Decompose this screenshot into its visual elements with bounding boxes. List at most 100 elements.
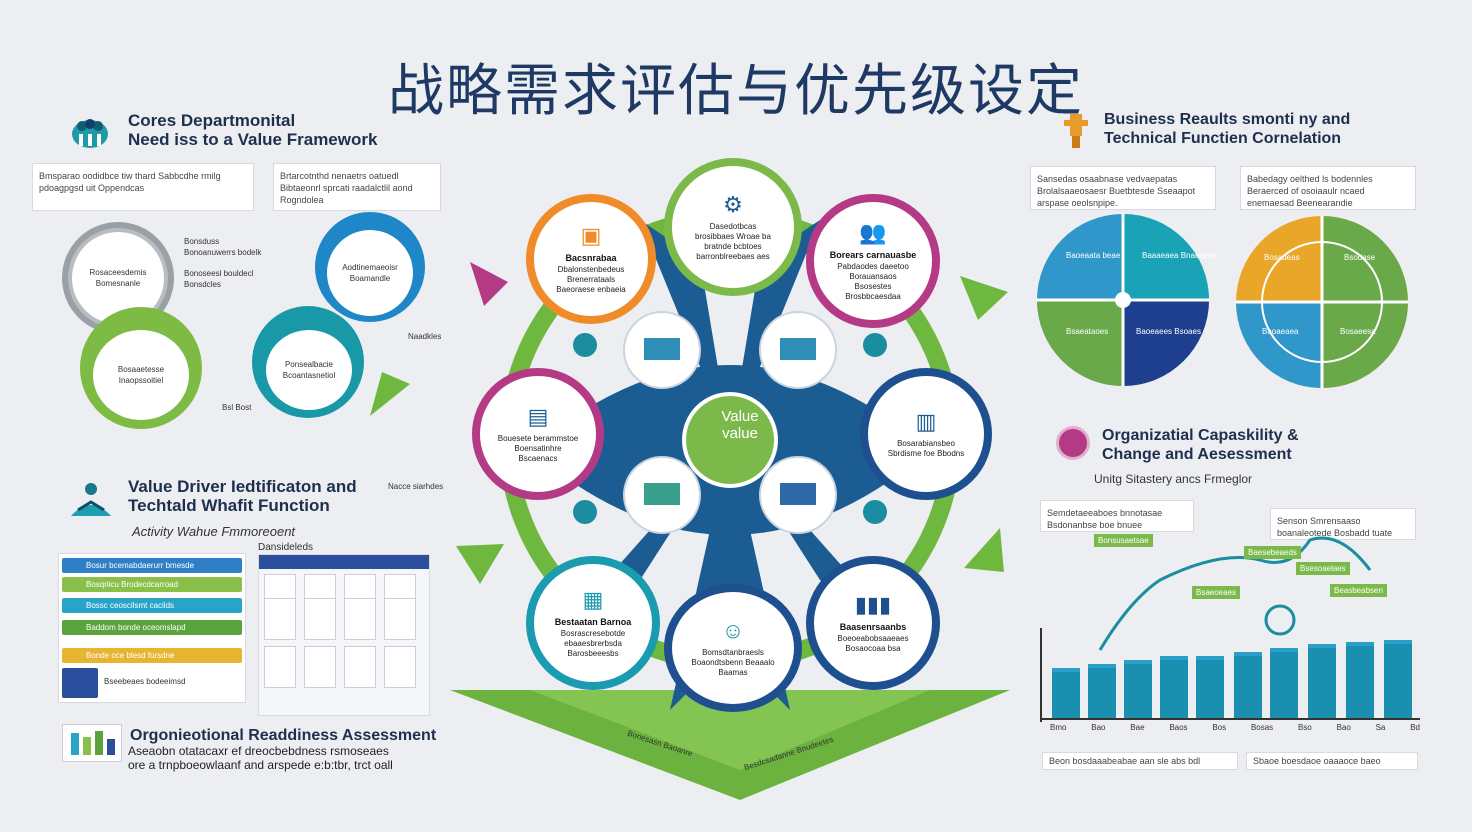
- wheel-2-label: Bsodase: [1344, 253, 1376, 262]
- node-head: Bestaatan Barnoa: [554, 617, 632, 627]
- list-item: Bonsduss: [184, 237, 220, 246]
- mid-left-heading: Value Driver Iedtificaton and Techtald W…: [128, 477, 357, 515]
- top-left-note-2: Brtarcotnthd nenaetrs oatuedl Bibtaeonrl…: [273, 163, 441, 211]
- page-title: 战略需求评估与优先级设定: [388, 59, 1084, 124]
- mid-left-tag: Dansideleds: [258, 542, 314, 553]
- city-icon: ▥: [915, 409, 937, 434]
- top-right-note-1: Sansedas osaabnase vedvaepatas Brolalsaa…: [1030, 166, 1216, 210]
- mid-right-heading: Organizatial Capaskility & Change and Ae…: [1102, 427, 1299, 463]
- axis-label: Bd: [1410, 723, 1420, 732]
- row-label: Bonde oce blesd forsdne: [86, 651, 175, 660]
- people-icon: 👥: [859, 220, 887, 245]
- node-text: Bouesete berammstoe Boensatinhre Bscaena…: [497, 434, 579, 463]
- table-row: Bossc ceoscilsmt cacilds: [62, 598, 242, 613]
- callout: Bsesoaelaes: [1296, 562, 1350, 575]
- row-label: Bosur bcemabdaerurr bmesde: [86, 561, 195, 570]
- teal-circle-inner: Ponsealbacie Bcoantasnetiol: [266, 330, 352, 410]
- axis-label: Bmo: [1050, 723, 1067, 732]
- grid-cell: [264, 646, 296, 688]
- document-icon: ▦: [582, 587, 604, 612]
- axis-label: Sa: [1375, 723, 1386, 732]
- ground-triangle-highlight: [530, 690, 930, 770]
- bottom-right-footer-right: Sbaoe boesdaoe oaaaoce baeo: [1246, 752, 1418, 770]
- top-right-note-2: Babedagy oelthed ls bodennles Beraerced …: [1240, 166, 1416, 210]
- row-label: Baddom bonde oceomslapd: [86, 623, 186, 632]
- circle-2-text: Aodtinemaeoisr Boamandle: [342, 263, 398, 283]
- bar: [1088, 664, 1116, 718]
- node-top-left: ▣ Bacsnrabaa Dbalonstenbedeus Brenerrata…: [526, 194, 656, 324]
- wheel-1-label: Baaaeaea Bnaeaebe: [1142, 251, 1218, 260]
- bar: [1346, 642, 1374, 718]
- capability-icon: [1056, 426, 1090, 460]
- axis-label: Bos: [1212, 723, 1227, 732]
- bar: [1052, 668, 1080, 718]
- bottom-left-heading: Orgonieotional Readdiness Assessment: [130, 727, 437, 744]
- bar: [1270, 648, 1298, 718]
- top-left-list: Bonsduss Bonoanuwerrs bodelk Bonoseesl b…: [184, 236, 304, 290]
- trophy-icon: [1060, 110, 1092, 154]
- grid-header: [259, 555, 429, 569]
- bar: [1124, 660, 1152, 718]
- row-label: Bossc ceoscilsmt cacilds: [86, 601, 175, 610]
- mid-right-subheading: Unitg Sitastery ancs Frmeglor: [1094, 472, 1253, 486]
- callout: Beasbeabsen: [1330, 584, 1387, 597]
- callout: Bsaeoeaes: [1192, 586, 1241, 599]
- list-item: Bonsdcles: [184, 280, 221, 289]
- bar: [1384, 640, 1412, 718]
- grid-cell: [384, 598, 416, 640]
- row-label: Bosqriicu Brodecdcarroad: [86, 580, 179, 589]
- hub-label: Value value: [690, 408, 790, 442]
- table-row: Bonde oce blesd forsdne: [62, 648, 242, 663]
- bar: [1160, 656, 1188, 718]
- readiness-icon: [62, 724, 122, 762]
- wheel-1-label: Baoeaees Bsoaes: [1136, 327, 1201, 336]
- side-label: Naadkles: [408, 332, 442, 341]
- node-bottom-right: ▮▮▮ Baasenrsaanbs Boeoeabobsaaeaes Bosao…: [806, 556, 940, 690]
- grid-cell: [344, 598, 376, 640]
- list-item: Bonoseesl bouldecl: [184, 269, 254, 278]
- wheel-1-label: Baoeaata beae: [1066, 251, 1121, 260]
- bar: [1308, 644, 1336, 718]
- axis-label: Bao: [1336, 723, 1351, 732]
- node-text: Boeoeabobsaaeaes Bosaocoaa bsa: [837, 634, 909, 653]
- node-text: Dasedotbcas brosibbaes Wroae ba bratnde …: [695, 222, 771, 261]
- node-text: Bomsdtanbraesls Boaondtsbenn Beaaalo Baa…: [691, 648, 775, 677]
- list-item: Bonoanuwerrs bodelk: [184, 248, 262, 257]
- blue-circle-inner: Aodtinemaeoisr Boamandle: [327, 230, 413, 316]
- table-row: Bosqriicu Brodecdcarroad: [62, 577, 242, 592]
- node-head: Bacsnrabaa: [565, 253, 617, 263]
- mid-left-subheading: Activity Wahue Fmmoreoent: [132, 524, 296, 539]
- network-icon: ⚙: [723, 192, 743, 217]
- grid-cell: [304, 646, 336, 688]
- mid-left-note: Nacce siarhdes: [388, 482, 444, 491]
- bottom-left-body: Aseaobn otatacaxr ef dreocbebdness rsmos…: [128, 744, 393, 772]
- team-icon: [70, 116, 110, 150]
- node-text: Pabdaodes daeetoo Borauansaos Bsosestes …: [837, 262, 909, 301]
- node-text: Bosrascresebotde ebaaesbrerbsda Barosbee…: [560, 629, 626, 658]
- node-head: Borears carnauasbe: [829, 250, 917, 260]
- bottom-right-note-left: Semdetaeeaboes bnnotasae Bsdonanbse boe …: [1040, 500, 1194, 532]
- chart-axis: [1040, 628, 1042, 722]
- node-top: ⚙ Dasedotbcas brosibbaes Wroae ba bratnd…: [664, 158, 802, 296]
- node-bottom-left: ▦ Bestaatan Barnoa Bosrascresebotde ebaa…: [526, 556, 660, 690]
- low-label: Bsl Bost: [222, 403, 252, 412]
- axis-label: Baos: [1169, 723, 1188, 732]
- wheel-2-label: Baoaeaea: [1262, 327, 1299, 336]
- node-head: Baasenrsaanbs: [839, 622, 907, 632]
- puzzle-icon: ▣: [580, 223, 602, 248]
- chart-baseline: [1040, 718, 1420, 720]
- bar-chart-icon: ▮▮▮: [854, 592, 892, 617]
- node-text: Dbalonstenbedeus Brenerrataals Baeoraese…: [556, 265, 626, 294]
- axis-labels: Bmo Bao Bae Baos Bos Bosas Bso Bao Sa Bd: [1050, 722, 1420, 733]
- axis-label: Bae: [1130, 723, 1145, 732]
- node-right: ▥ Bosarabiansbeo Sbrdisme foe Bbodns: [860, 368, 992, 500]
- node-top-right: 👥 Borears carnauasbe Pabdaodes daeetoo B…: [806, 194, 940, 328]
- axis-label: Bosas: [1250, 723, 1274, 732]
- grid-cell: [384, 646, 416, 688]
- bottom-right-footer-left: Beon bosdaaabeabae aan sle abs bdl: [1042, 752, 1238, 770]
- wheel-2-label: Bosaeesa: [1340, 327, 1376, 336]
- bottom-right-note-right: Senson Smrensaaso boanaleotede Bosbadd t…: [1270, 508, 1416, 540]
- value-hub: [682, 392, 778, 488]
- row-label: Bseebeaes bodeeimsd: [104, 677, 186, 686]
